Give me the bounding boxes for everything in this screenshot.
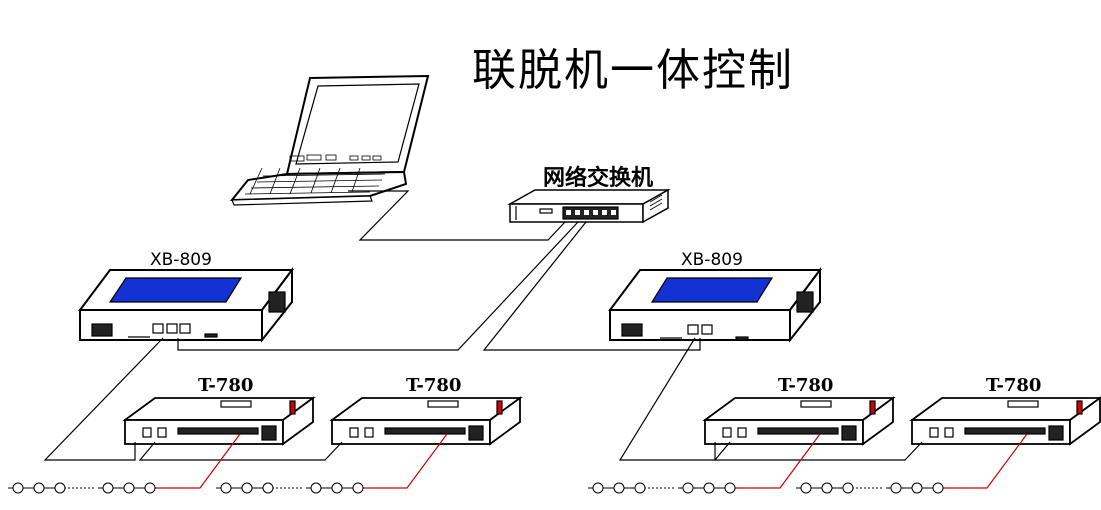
network-switch-label: 网络交换机 xyxy=(543,165,654,191)
lamp-string-3 xyxy=(588,482,738,494)
controller-2-icon xyxy=(608,267,822,343)
controller-1-label: XB-809 xyxy=(150,250,212,270)
driver-3-icon xyxy=(702,396,896,446)
driver-3-label: T-780 xyxy=(778,375,834,396)
driver-2-icon xyxy=(329,396,523,446)
controller-2-label: XB-809 xyxy=(681,250,743,270)
network-cables xyxy=(43,190,923,461)
signal-cables xyxy=(158,433,1028,489)
driver-4-icon xyxy=(909,396,1101,446)
lamp-string-2 xyxy=(216,482,365,494)
network-switch-icon xyxy=(507,188,671,224)
lamp-string-4 xyxy=(796,482,945,494)
laptop-icon xyxy=(229,74,430,206)
driver-1-label: T-780 xyxy=(198,375,254,396)
driver-1-icon xyxy=(122,396,316,446)
driver-4-label: T-780 xyxy=(986,375,1042,396)
driver-2-label: T-780 xyxy=(406,375,462,396)
diagram-title: 联脱机一体控制 xyxy=(472,45,794,96)
lamp-string-1 xyxy=(8,482,158,494)
lamp-strings xyxy=(8,482,945,494)
controller-1-icon xyxy=(78,267,294,343)
